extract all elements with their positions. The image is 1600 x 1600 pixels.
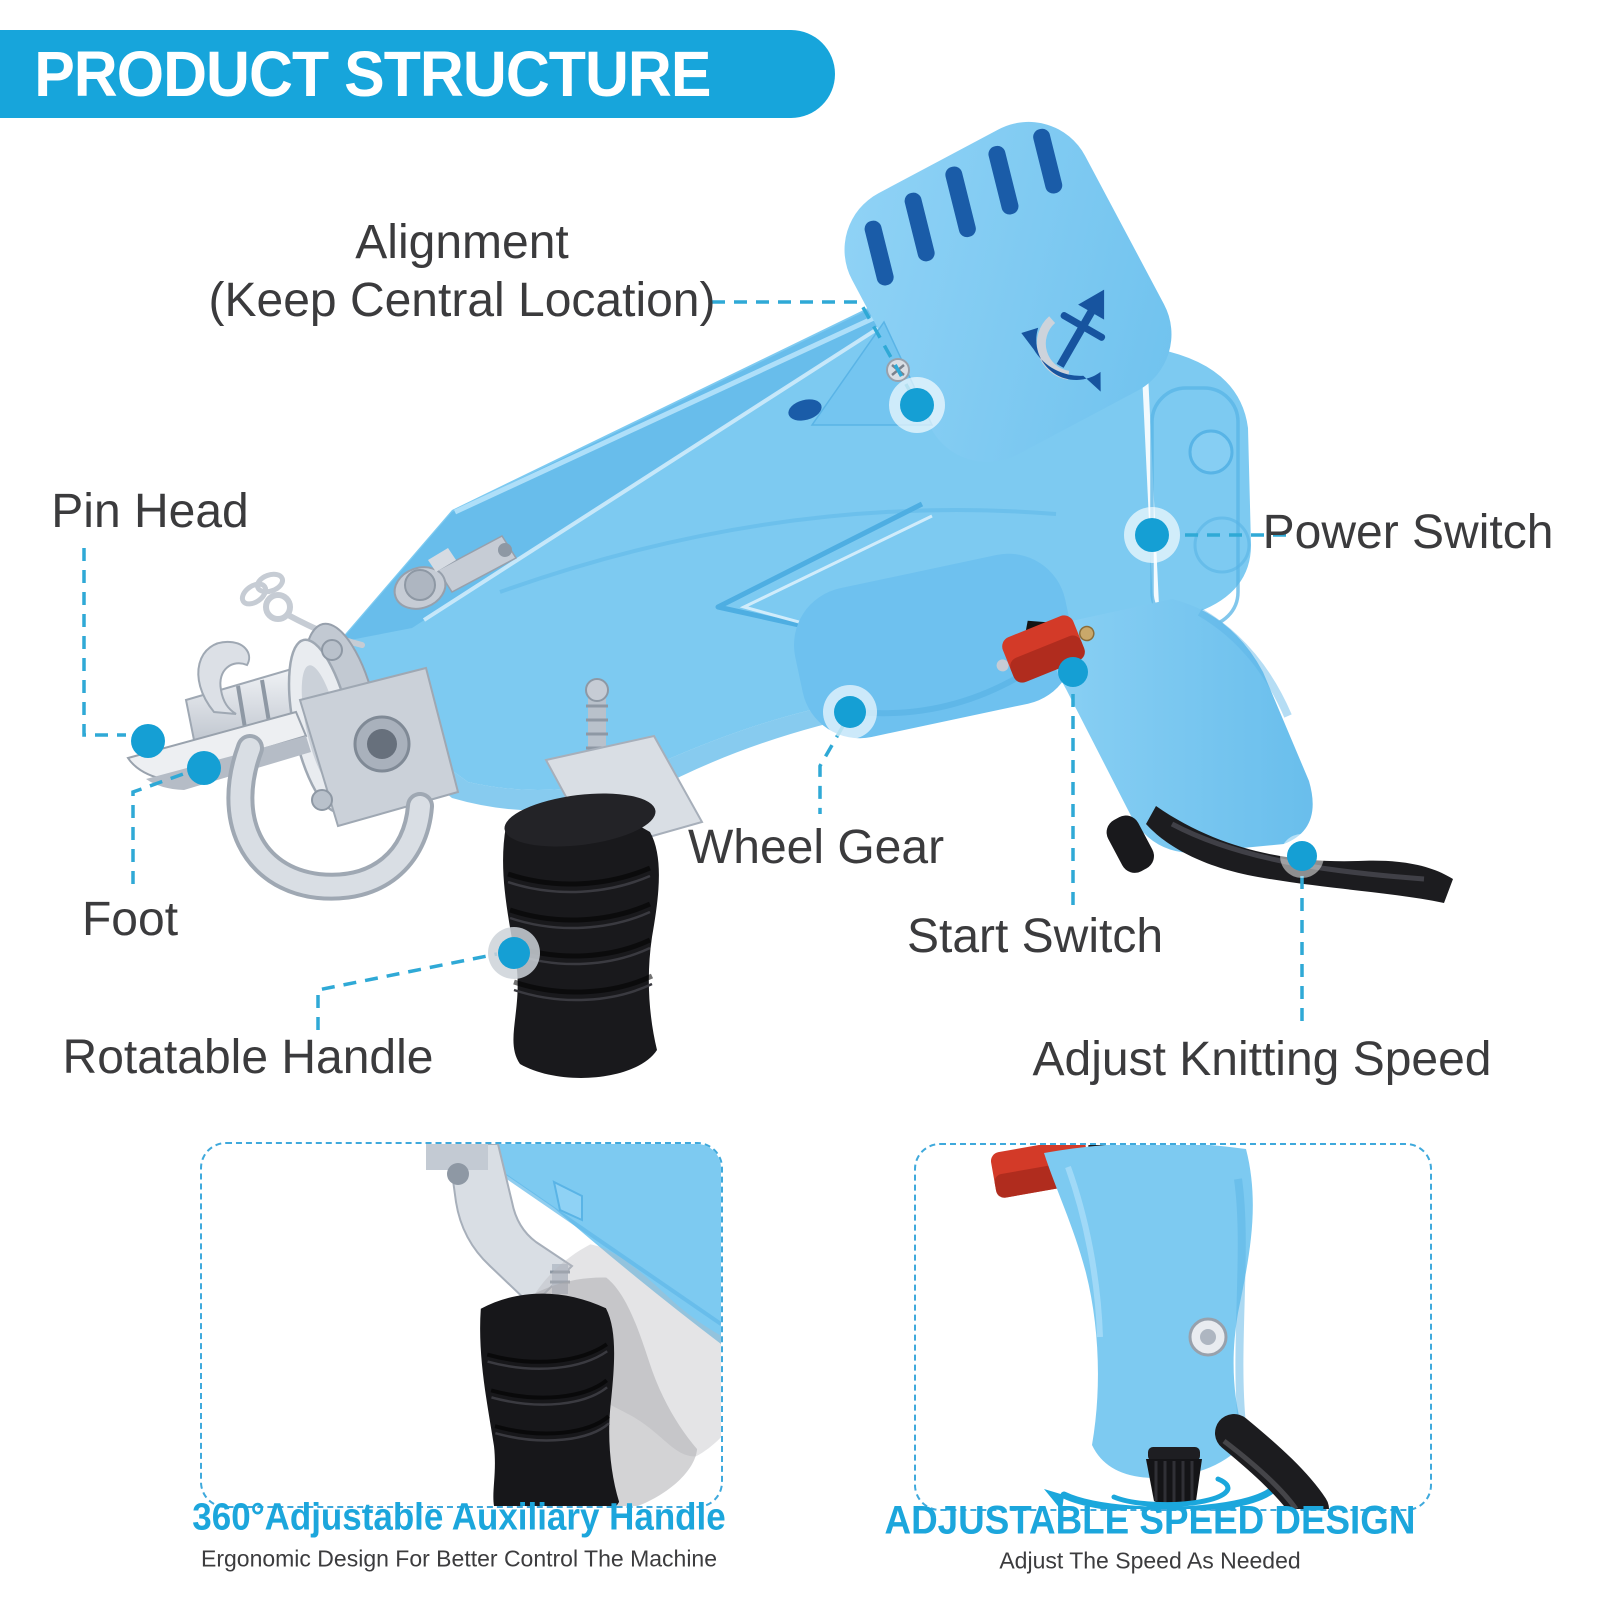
alignment-leader <box>712 300 914 396</box>
vent-slots <box>864 128 1063 286</box>
anchor-logo-icon <box>1021 289 1106 392</box>
label-alignment: Alignment (Keep Central Location) <box>209 214 716 330</box>
pistol-grip <box>1044 599 1313 853</box>
panel-cable <box>1215 1414 1329 1509</box>
rotatable-handle-leader <box>316 952 498 1030</box>
label-alignment-line2: (Keep Central Location) <box>208 274 716 327</box>
body-hole <box>788 399 822 421</box>
leader-lines <box>82 300 1304 1030</box>
power-switch-marker <box>1124 507 1180 563</box>
pin-head-leader <box>82 548 126 737</box>
foot-marker <box>187 751 221 785</box>
speed-knob <box>1146 1447 1202 1507</box>
label-wheel-gear: Wheel Gear <box>687 821 945 874</box>
label-start-switch: Start Switch <box>906 910 1164 963</box>
pin-head-blades <box>126 640 311 790</box>
rotatable-handle-marker <box>488 927 540 979</box>
auxiliary-handle-demo <box>426 1144 721 1506</box>
wheel-gear-marker <box>823 685 877 739</box>
speed-knob-demo <box>990 1145 1329 1509</box>
caption-right-title: ADJUSTABLE SPEED DESIGN <box>884 1498 1416 1543</box>
label-foot: Foot <box>81 893 179 946</box>
page-title: PRODUCT STRUCTURE <box>34 38 711 110</box>
alignment-marker <box>889 377 945 433</box>
label-power-switch: Power Switch <box>1262 506 1554 559</box>
pin-head-marker <box>131 724 165 758</box>
caption-left-subtitle: Ergonomic Design For Better Control The … <box>200 1545 718 1572</box>
start-switch-marker <box>1058 657 1088 687</box>
panel-adjustable-speed <box>914 1143 1432 1511</box>
caption-left-title: 360°Adjustable Auxiliary Handle <box>192 1496 726 1539</box>
label-adjust-knitting-speed: Adjust Knitting Speed <box>1032 1033 1492 1086</box>
motor-housing <box>844 121 1172 463</box>
adjust-speed-marker <box>1280 834 1324 878</box>
solid-handle <box>480 1293 620 1506</box>
label-pin-head: Pin Head <box>51 485 249 538</box>
label-alignment-line1: Alignment <box>355 216 569 269</box>
callout-markers <box>131 377 1324 979</box>
panel-auxiliary-handle <box>200 1142 723 1508</box>
needle-mechanism <box>126 535 518 901</box>
title-banner: PRODUCT STRUCTURE <box>0 30 835 118</box>
foot-clamp <box>226 734 434 901</box>
wheel-gear-leader <box>818 725 845 814</box>
caption-right-subtitle: Adjust The Speed As Needed <box>999 1547 1301 1574</box>
label-rotatable-handle: Rotatable Handle <box>62 1031 434 1084</box>
foot-leader <box>131 771 187 884</box>
auxiliary-handle <box>503 678 704 1078</box>
panel-grip <box>1044 1145 1253 1479</box>
